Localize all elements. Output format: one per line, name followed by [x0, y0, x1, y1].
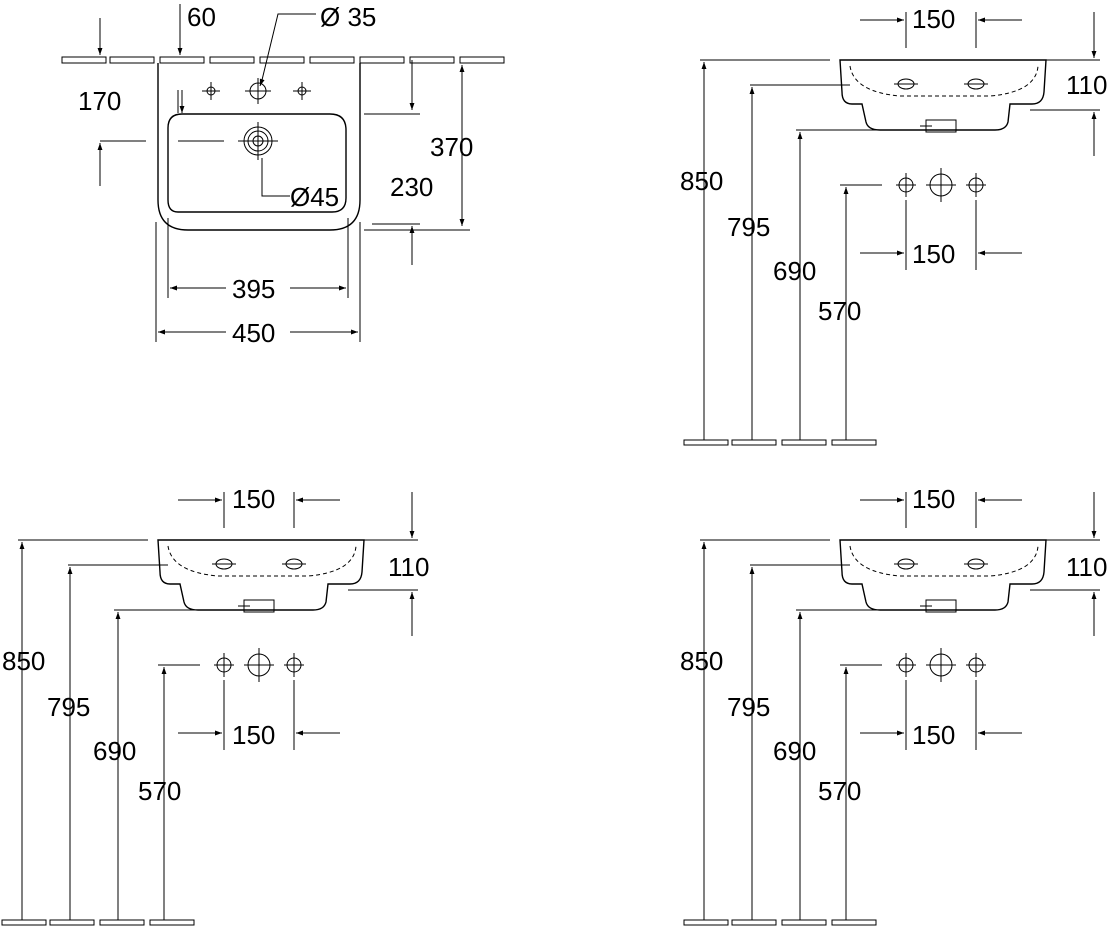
- dim-tap-spacing-top: 150: [232, 484, 275, 514]
- dim-570: 570: [138, 776, 181, 806]
- basin-outline: [157, 63, 361, 231]
- dim-tap-spacing-bottom: 150: [912, 720, 955, 750]
- dim-tap-spacing-bottom: 150: [232, 720, 275, 750]
- dim-tap-spacing-top: 150: [912, 4, 955, 34]
- dim-795: 795: [727, 212, 770, 242]
- wall-hatch: [61, 56, 505, 64]
- tap-holes: [202, 78, 311, 104]
- dim-795: 795: [47, 692, 90, 722]
- dim-570: 570: [818, 296, 861, 326]
- dim-850: 850: [2, 646, 45, 676]
- side-view-bottom-right: 150 110 850 795 690 570 150: [680, 484, 1107, 925]
- dim-690: 690: [773, 736, 816, 766]
- dim-690: 690: [773, 256, 816, 286]
- dim-tap-spacing-top: 150: [912, 484, 955, 514]
- dim-waste-height: 230: [390, 172, 433, 202]
- dim-850: 850: [680, 166, 723, 196]
- waste-outlet: [238, 122, 278, 160]
- dim-depth: 370: [430, 132, 473, 162]
- dim-basin-height: 110: [1066, 70, 1107, 100]
- dim-850: 850: [680, 646, 723, 676]
- side-view-top-right: 150 110 850 795 690 570 150: [680, 4, 1107, 445]
- plan-view: 60 Ø 35 170 Ø45 370 230 395: [61, 2, 505, 348]
- dim-basin-height: 110: [1066, 552, 1107, 582]
- dim-tap-hole: Ø 35: [320, 2, 376, 32]
- dim-795: 795: [727, 692, 770, 722]
- side-view-bottom-left: 150 110 850 795 690 570 150: [2, 484, 429, 925]
- basin-bowl: [167, 113, 347, 213]
- dim-inner-width: 395: [232, 274, 275, 304]
- dim-690: 690: [93, 736, 136, 766]
- dim-waste-offset: 170: [78, 86, 121, 116]
- dim-waste: Ø45: [290, 182, 339, 212]
- dim-width: 450: [232, 318, 275, 348]
- dim-basin-height: 110: [388, 552, 429, 582]
- dim-tap-spacing-bottom: 150: [912, 239, 955, 269]
- dim-depth-offset: 60: [187, 2, 216, 32]
- dim-570: 570: [818, 776, 861, 806]
